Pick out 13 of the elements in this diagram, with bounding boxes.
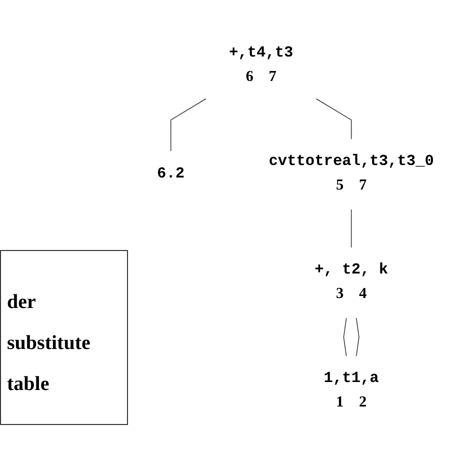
node-text: 1,t1,a 1 2 [324,370,379,411]
node-text: 6.2 [157,165,185,183]
node-text: +, t2, k 3 4 [314,261,388,302]
note-text: table [7,373,50,396]
connector [350,209,352,248]
connector [356,318,360,357]
node-text: cvttotreal,t3,t3_0 5 7 [268,152,434,194]
connector [343,318,347,357]
connector [316,98,352,140]
note-text: der [7,291,37,314]
connector [170,98,206,152]
node-text: +,t4,t3 6 7 [228,44,294,85]
note-text: substitute [7,332,92,355]
